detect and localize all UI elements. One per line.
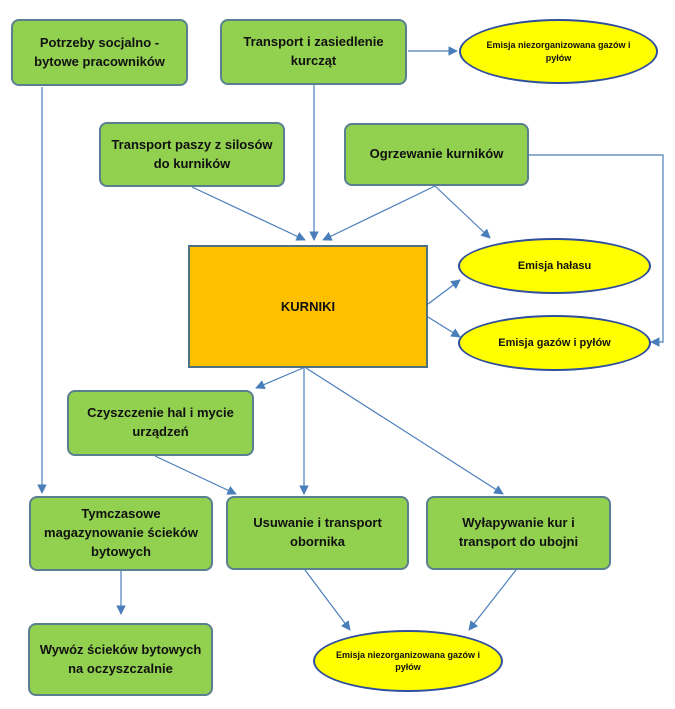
arrow-kurniki-to-wylapywanie [305, 367, 504, 495]
emission-halas: Emisja hałasu [458, 238, 651, 294]
arrow-ogrzewanie-to-halas [434, 185, 491, 239]
arrow-kurniki-to-gazy [427, 316, 461, 338]
node-usuwanie: Usuwanie i transport obornika [226, 496, 409, 570]
arrow-ogrzewanie-to-gazy [528, 154, 664, 347]
emission-top: Emisja niezorganizowana gazów i pyłów [459, 19, 658, 84]
node-potrzeby: Potrzeby socjalno - bytowe pracowników [11, 19, 188, 86]
arrow-kurniki-to-czyszczenie [255, 367, 304, 390]
node-wywoz: Wywóz ścieków bytowych na oczyszczalnie [28, 623, 213, 696]
arrow-wylapywanie-to-emission-bottom [468, 569, 517, 631]
node-wylapywanie: Wyłapywanie kur i transport do ubojni [426, 496, 611, 570]
emission-bottom: Emisja niezorganizowana gazów i pyłów [313, 630, 503, 692]
node-czyszczenie: Czyszczenie hal i mycie urządzeń [67, 390, 254, 456]
node-transport-paszy: Transport paszy z silosów do kurników [99, 122, 285, 187]
arrow-usuwanie-to-emission-bottom [304, 569, 351, 631]
arrow-czyszczenie-to-usuwanie [154, 455, 237, 495]
arrow-kurniki-to-halas [427, 279, 461, 305]
node-magazynowanie: Tymczasowe magazynowanie ścieków bytowyc… [29, 496, 213, 571]
node-transport-kurczat: Transport i zasiedlenie kurcząt [220, 19, 407, 85]
node-kurniki: KURNIKI [188, 245, 428, 368]
node-ogrzewanie: Ogrzewanie kurników [344, 123, 529, 186]
arrow-ogrzewanie-to-kurniki [322, 185, 436, 241]
arrow-pasza-to-kurniki [191, 186, 306, 241]
emission-gazy: Emisja gazów i pyłów [458, 315, 651, 371]
